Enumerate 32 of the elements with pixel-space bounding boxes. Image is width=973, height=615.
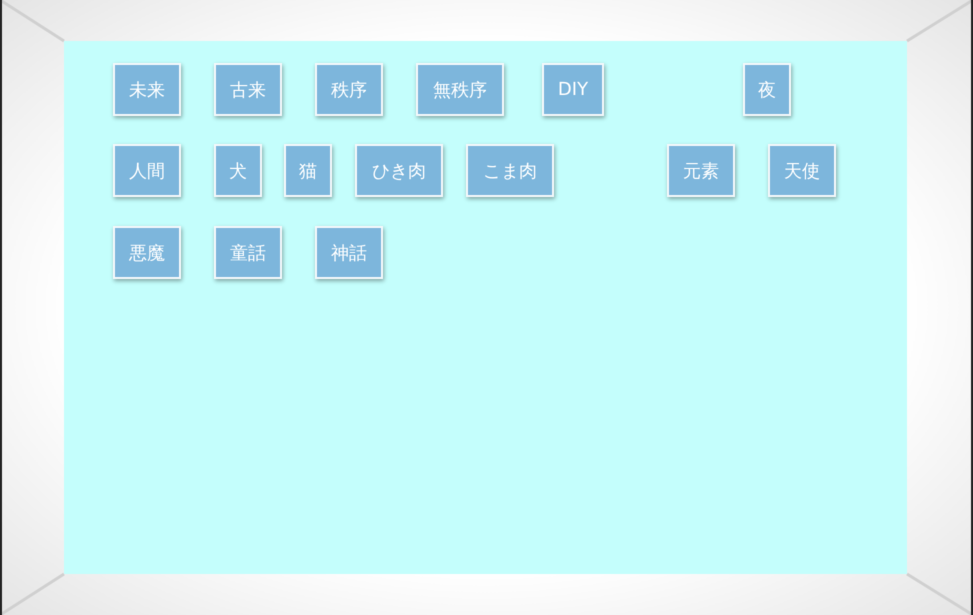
tag-card [416, 63, 504, 116]
tag-card [214, 63, 282, 116]
tag-label: 猫 [299, 160, 317, 182]
tag-label: ひき肉 [372, 160, 426, 182]
tag-label: 無秩序 [433, 78, 487, 102]
tag-label: 夜 [758, 78, 776, 102]
tag-card [315, 63, 383, 116]
tag-card [542, 63, 604, 116]
tag-card [667, 144, 735, 197]
tag-label: 未来 [129, 78, 165, 102]
tag-card [315, 226, 383, 279]
tag-label: 犬 [229, 160, 247, 182]
tag-label: こま肉 [483, 160, 537, 182]
tag-card [743, 63, 791, 116]
tag-card [214, 226, 282, 279]
tag-label: 人間 [129, 160, 165, 182]
tag-label: 古来 [230, 78, 266, 102]
tag-card [355, 144, 443, 197]
tag-card [284, 144, 332, 197]
tag-label: 天使 [784, 160, 820, 182]
tag-card [466, 144, 554, 197]
tag-label: 元素 [683, 160, 719, 182]
tag-card [113, 226, 181, 279]
tag-label: 秩序 [331, 78, 367, 102]
tag-label: 神話 [331, 242, 367, 264]
tag-card [768, 144, 836, 197]
tag-label: DIY [558, 79, 588, 100]
tag-card [113, 63, 181, 116]
tag-card [113, 144, 181, 197]
tag-label: 悪魔 [129, 242, 165, 264]
tag-label: 童話 [230, 242, 266, 264]
tag-card [214, 144, 262, 197]
